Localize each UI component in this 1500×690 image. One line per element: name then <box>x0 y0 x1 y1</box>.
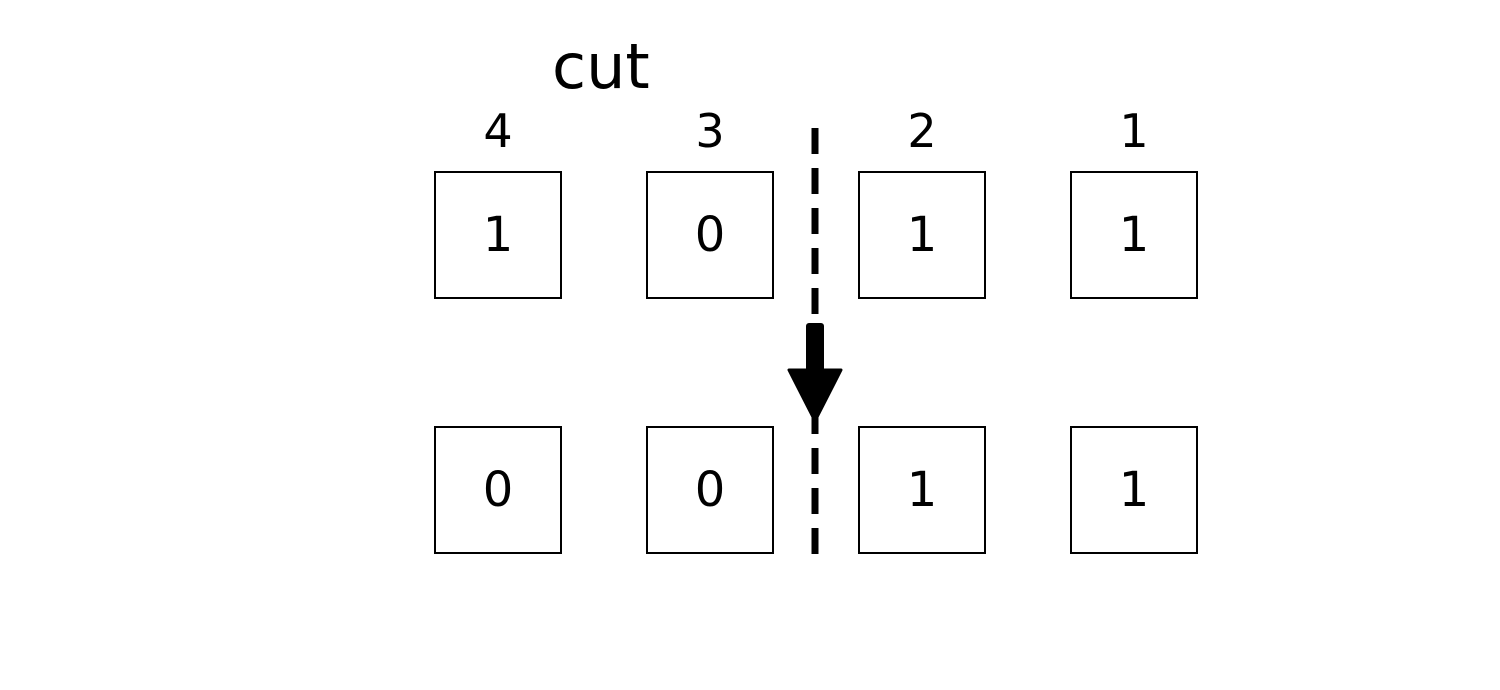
position-label-1: 1 <box>1119 104 1149 158</box>
top-cell-1: 1 <box>1070 171 1198 299</box>
top-cell-3: 0 <box>646 171 774 299</box>
top-cell-2: 1 <box>858 171 986 299</box>
arrow-shaft <box>806 323 824 373</box>
position-label-2: 2 <box>907 104 937 158</box>
bottom-cell-value: 1 <box>906 462 938 518</box>
position-label-3: 3 <box>695 104 725 158</box>
top-cell-value: 1 <box>1118 207 1150 263</box>
top-cell-value: 1 <box>482 207 514 263</box>
bottom-cell-value: 1 <box>1118 462 1150 518</box>
bottom-cell-1: 1 <box>1070 426 1198 554</box>
bottom-cell-value: 0 <box>694 462 726 518</box>
bottom-cell-2: 1 <box>858 426 986 554</box>
position-label-4: 4 <box>483 104 513 158</box>
top-cell-value: 1 <box>906 207 938 263</box>
bottom-cell-value: 0 <box>482 462 514 518</box>
top-cell-value: 0 <box>694 207 726 263</box>
down-arrow-icon <box>787 368 843 423</box>
bottom-cell-4: 0 <box>434 426 562 554</box>
cut-label: cut <box>552 30 650 103</box>
bottom-cell-3: 0 <box>646 426 774 554</box>
top-cell-4: 1 <box>434 171 562 299</box>
